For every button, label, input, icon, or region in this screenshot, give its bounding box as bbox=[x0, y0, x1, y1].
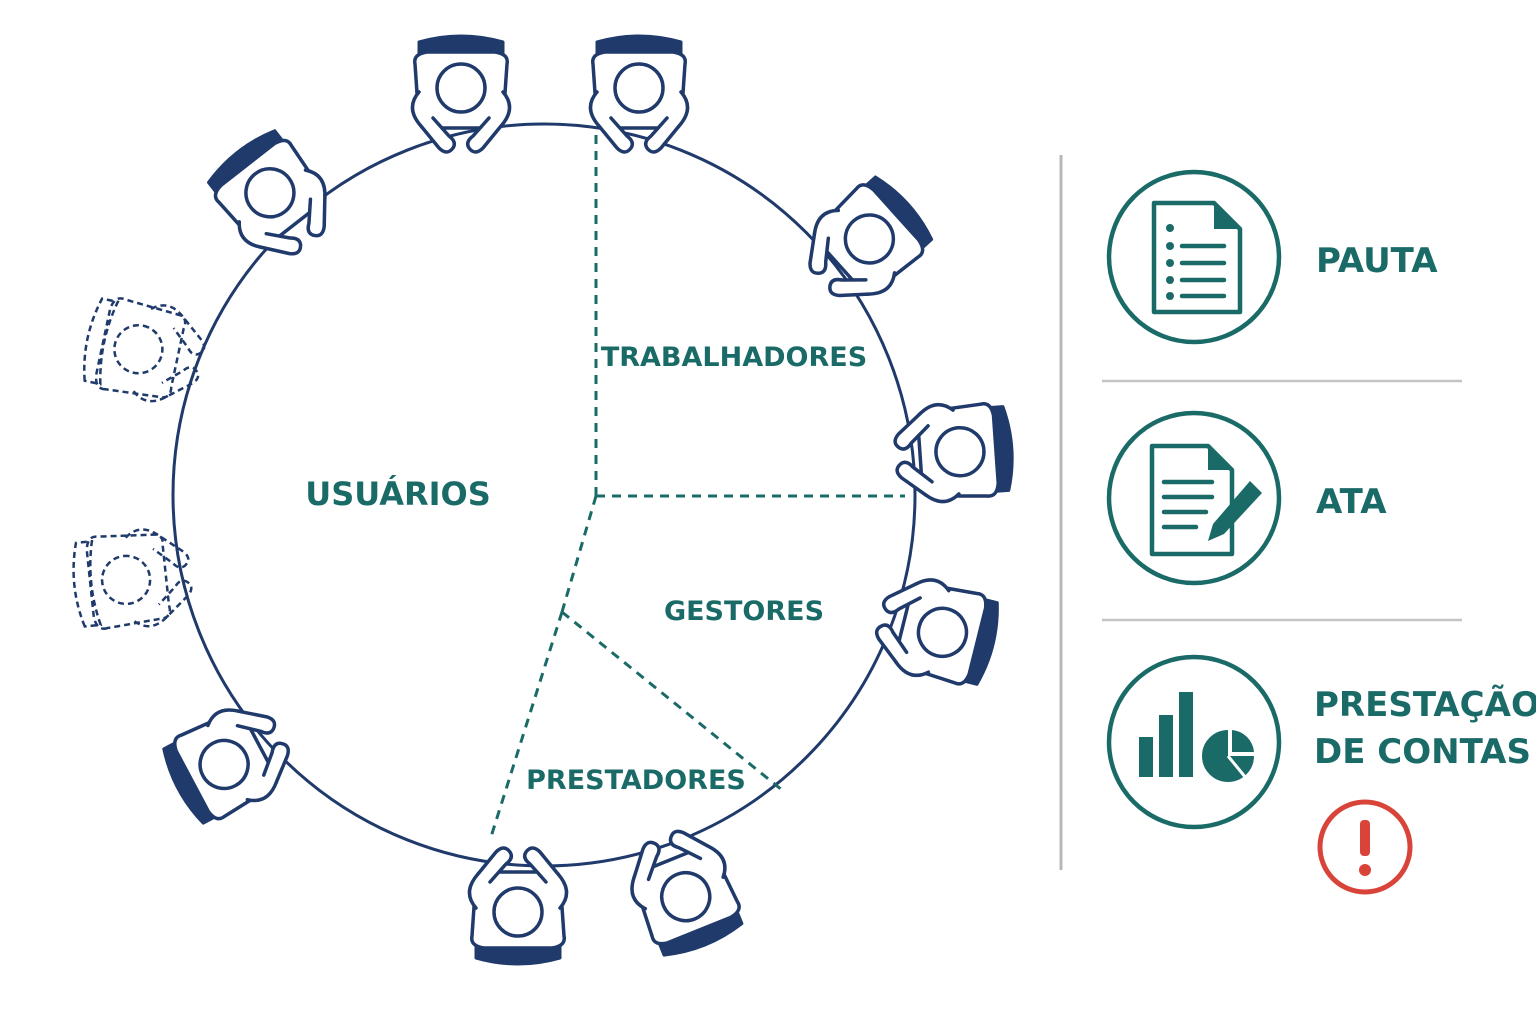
prestacao-label-line2: DE CONTAS bbox=[1314, 732, 1531, 772]
panel-item-prestacao-de-contas: PRESTAÇÃO DE CONTAS bbox=[1106, 654, 1536, 895]
document-list-icon bbox=[1151, 200, 1243, 315]
pauta-label: PAUTA bbox=[1316, 241, 1438, 281]
exclamation-circle-icon bbox=[1317, 799, 1413, 895]
segment-trabalhadores-label: TRABALHADORES bbox=[601, 342, 867, 373]
divider-bottom-left bbox=[488, 611, 564, 841]
divider-center-low bbox=[560, 495, 598, 613]
seat-occupied bbox=[588, 34, 690, 154]
panel-item-pauta: PAUTA bbox=[1106, 169, 1438, 345]
segment-gestores-label: GESTORES bbox=[664, 596, 824, 627]
document-pen-icon bbox=[1149, 443, 1262, 557]
segment-dividers bbox=[488, 130, 905, 841]
prestacao-label-line1: PRESTAÇÃO bbox=[1314, 684, 1536, 725]
panel-item-ata: ATA bbox=[1106, 410, 1387, 586]
segment-prestadores-label: PRESTADORES bbox=[526, 765, 746, 796]
ata-label: ATA bbox=[1316, 482, 1387, 522]
bar-pie-chart-icon bbox=[1139, 692, 1258, 786]
segment-usuarios-label: USUÁRIOS bbox=[305, 475, 491, 513]
